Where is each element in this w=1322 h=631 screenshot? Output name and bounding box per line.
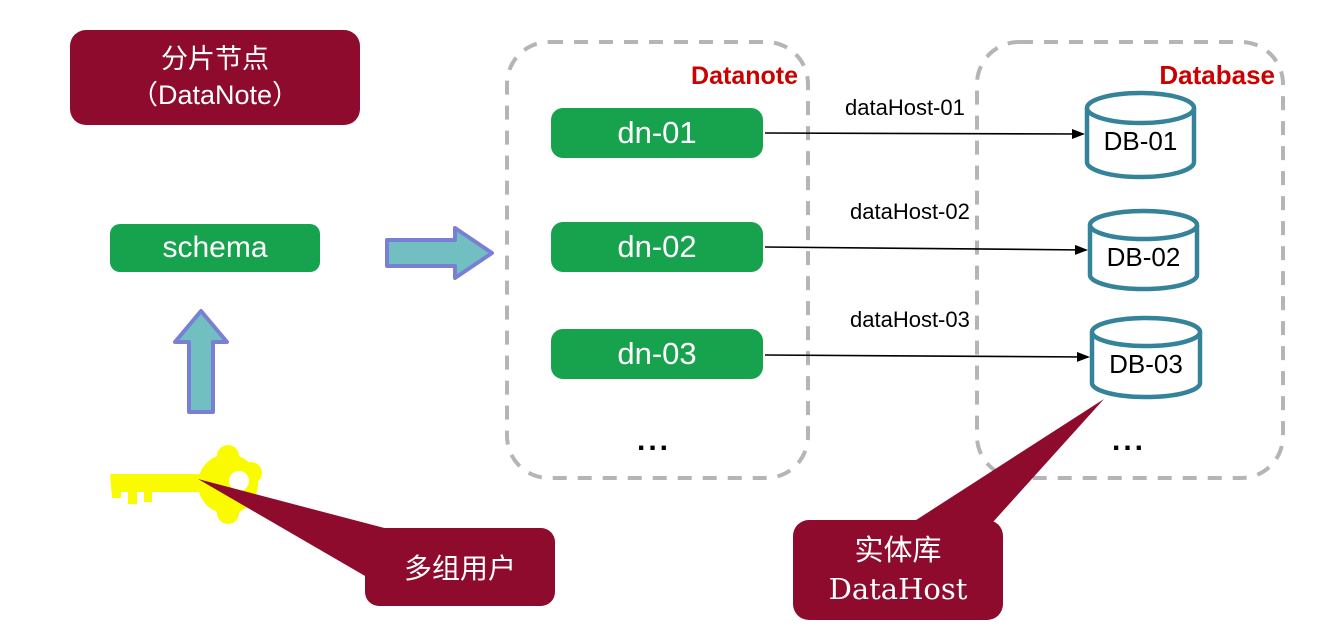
connector-label-datahost-02: dataHost-02 — [850, 199, 970, 224]
db-01-label: DB-01 — [1103, 126, 1178, 156]
right-arrow-icon — [385, 226, 494, 280]
connector-datahost-01 — [764, 128, 1085, 139]
dn-02-label: dn-02 — [617, 229, 697, 264]
dn-01-node: dn-01 — [551, 108, 763, 158]
up-arrow-icon — [173, 309, 229, 414]
db-02-cylinder — [1087, 208, 1200, 292]
db-03-cylinder — [1089, 315, 1203, 400]
datanote-group-label: Datanote — [691, 62, 798, 90]
schema-node: schema — [110, 224, 320, 272]
dn-03-node: dn-03 — [551, 329, 763, 379]
datanote-title-line1: 分片节点 — [161, 44, 269, 75]
database-container — [975, 40, 1285, 480]
db-03-label: DB-03 — [1109, 349, 1183, 379]
datahost-callout-line1: 实体库 — [854, 532, 942, 567]
users-callout: 多组用户 — [365, 528, 555, 606]
db-01-cylinder — [1084, 90, 1197, 180]
datahost-callout-tail — [913, 399, 1104, 522]
connector-datahost-03 — [764, 351, 1090, 362]
database-group-label: Database — [1159, 60, 1275, 90]
dn-02-node: dn-02 — [551, 222, 763, 272]
datahost-callout-line2: DataHost — [828, 572, 968, 606]
dn-03-label: dn-03 — [617, 336, 697, 371]
users-callout-tail — [198, 479, 407, 580]
datahost-callout: 实体库 DataHost — [793, 520, 1003, 620]
connector-label-datahost-03: dataHost-03 — [850, 307, 970, 332]
connector-datahost-02 — [764, 244, 1088, 255]
connector-label-datahost-01: dataHost-01 — [845, 95, 965, 120]
database-ellipsis: ... — [1112, 424, 1147, 457]
datanote-title-line2: （DataNote） — [130, 79, 300, 110]
users-callout-label: 多组用户 — [403, 552, 516, 585]
key-icon — [110, 445, 262, 524]
db-02-label: DB-02 — [1106, 242, 1181, 272]
schema-node-label: schema — [162, 231, 268, 264]
dn-01-label: dn-01 — [617, 115, 697, 150]
datanote-title-box: 分片节点 （DataNote） — [70, 30, 360, 125]
datanote-container — [505, 40, 810, 480]
datanote-ellipsis: ... — [637, 424, 672, 457]
